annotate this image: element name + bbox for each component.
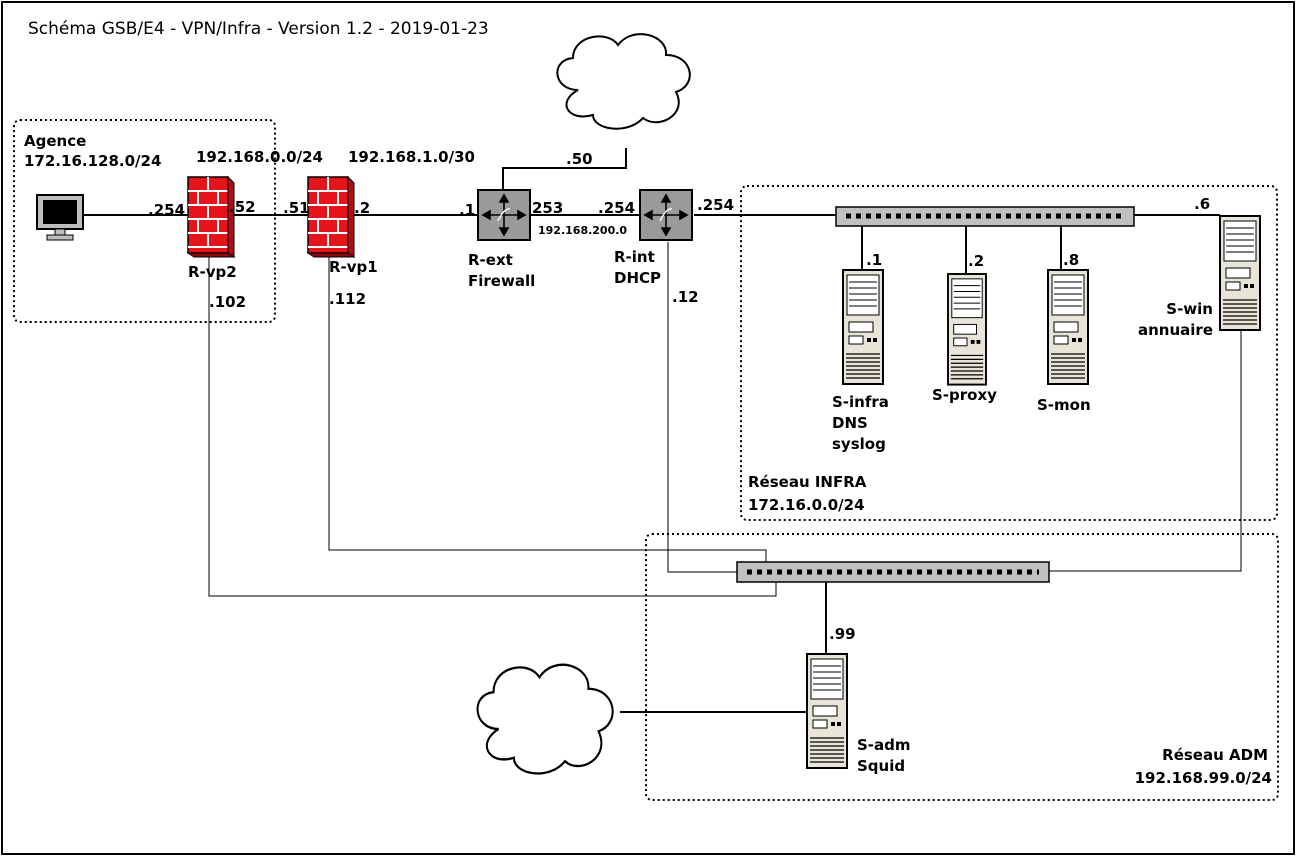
sadm-role: Squid	[857, 757, 905, 775]
rvp1-name: R-vp1	[329, 258, 378, 276]
rext-role: Firewall	[468, 272, 535, 290]
addr-sadm: .99	[829, 625, 856, 643]
addr-rext-cloud: .50	[566, 150, 593, 168]
internet-cloud-icon	[556, 33, 691, 130]
addr-rint-infra: .254	[697, 196, 734, 214]
rint-role: DHCP	[614, 269, 661, 287]
diagram-title: Schéma GSB/E4 - VPN/Infra - Version 1.2 …	[28, 19, 489, 39]
rext-name: R-ext	[468, 251, 513, 269]
sinfra-role-syslog: syslog	[832, 435, 886, 453]
rext-router-icon	[477, 189, 531, 241]
rint-name: R-int	[614, 248, 655, 266]
addr-rvp1-wan: .2	[354, 199, 370, 217]
zone-agence-subnet: 172.16.128.0/24	[24, 152, 161, 170]
sproxy-server-icon	[947, 273, 987, 386]
addr-rext-wan: .1	[459, 201, 475, 219]
net-core-link: 192.168.200.0	[538, 224, 627, 237]
net-vpn-link: 192.168.0.0/24	[196, 148, 323, 166]
swin-name: S-win	[1166, 300, 1213, 318]
addr-agence-gw: .254	[148, 201, 185, 219]
swin-server-icon	[1219, 215, 1261, 331]
zone-adm-subnet: 192.168.99.0/24	[1135, 769, 1272, 787]
sproxy-name: S-proxy	[932, 386, 997, 404]
sinfra-role-dns: DNS	[832, 414, 868, 432]
sadm-name: S-adm	[857, 736, 911, 754]
zone-infra-border	[740, 185, 1278, 521]
addr-rvp2-adm: .102	[209, 293, 246, 311]
switch-infra	[835, 206, 1135, 227]
addr-rext-core: 253	[532, 199, 563, 217]
addr-rint-adm: .12	[672, 288, 699, 306]
sadm-server-icon	[806, 653, 848, 769]
addr-rvp1-adm: .112	[329, 290, 366, 308]
adm-links	[208, 242, 1242, 597]
smon-name: S-mon	[1037, 396, 1091, 414]
net-wan-link: 192.168.1.0/30	[348, 148, 475, 166]
zone-adm-border	[645, 533, 1279, 801]
addr-sinfra: .1	[866, 251, 882, 269]
sinfra-name: S-infra	[832, 393, 889, 411]
switch-adm	[736, 561, 1050, 583]
addr-smon: .8	[1063, 251, 1079, 269]
internet-cloud-adm-icon	[476, 663, 614, 775]
agence-workstation-icon	[36, 194, 84, 241]
addr-rvp1-lan: .51	[283, 199, 310, 217]
swin-role: annuaire	[1138, 321, 1213, 339]
smon-server-icon	[1047, 269, 1089, 385]
addr-swin: .6	[1194, 195, 1210, 213]
zone-agence-border	[13, 119, 276, 323]
rint-router-icon	[639, 189, 693, 241]
addr-rint-core: .254	[598, 199, 635, 217]
rvp2-firewall-icon	[187, 176, 235, 258]
zone-adm-name: Réseau ADM	[1162, 746, 1268, 764]
addr-sproxy: .2	[968, 252, 984, 270]
zone-infra-subnet: 172.16.0.0/24	[748, 496, 865, 514]
rvp2-name: R-vp2	[188, 263, 237, 281]
zone-infra-name: Réseau INFRA	[748, 473, 867, 491]
rvp1-firewall-icon	[307, 176, 355, 258]
zone-agence-name: Agence	[24, 132, 86, 150]
main-links	[82, 148, 1220, 713]
sinfra-server-icon	[842, 269, 884, 385]
addr-rvp2-lan: .52	[229, 198, 256, 216]
